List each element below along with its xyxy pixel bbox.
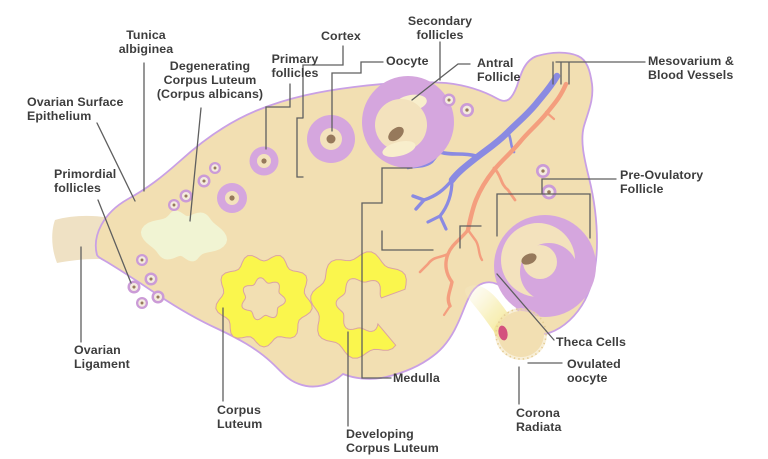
primary-follicle-shape bbox=[217, 183, 247, 213]
label-theca-cells: Theca Cells bbox=[556, 335, 626, 349]
leader-pre-ovulatory-follicle bbox=[496, 178, 617, 239]
label-ovarian-ligament: Ovarian Ligament bbox=[74, 343, 130, 372]
primordial-follicle-shape bbox=[213, 166, 217, 170]
secondary-follicle-shape bbox=[307, 115, 355, 163]
label-mesovarium-blood-vessels: Mesovarium & Blood Vessels bbox=[648, 54, 734, 83]
label-cortex: Cortex bbox=[321, 29, 361, 43]
label-developing-corpus-luteum: Developing Corpus Luteum bbox=[346, 427, 439, 456]
corpus-luteum-shape bbox=[215, 255, 313, 348]
antral-follicle-shape bbox=[362, 76, 454, 168]
primordial-follicle-shape bbox=[132, 285, 136, 289]
primordial-follicle-shape bbox=[172, 203, 176, 207]
primordial-follicle-shape bbox=[184, 194, 188, 198]
primordial-follicle-shape bbox=[140, 258, 144, 262]
label-pre-ovulatory-follicle: Pre-Ovulatory Follicle bbox=[620, 168, 704, 197]
primordial-follicle-shape bbox=[465, 108, 469, 112]
label-corpus-luteum: Corpus Luteum bbox=[217, 403, 263, 432]
developing-corpus-luteum-shape bbox=[310, 251, 407, 359]
pre-ovulatory-follicle-shape bbox=[494, 215, 596, 317]
leader-medulla bbox=[361, 167, 482, 379]
primary-follicle-shape bbox=[249, 146, 279, 176]
primordial-follicle-shape bbox=[149, 277, 153, 281]
primordial-follicle-shape bbox=[202, 179, 206, 183]
label-corona-radiata: Corona Radiata bbox=[516, 406, 562, 435]
leader-ovarian-surface-epithelium bbox=[96, 122, 136, 202]
leader-oocyte bbox=[331, 61, 384, 132]
label-degenerating-corpus-luteum: Degenerating Corpus Luteum (Corpus albic… bbox=[156, 59, 264, 102]
leader-primary-follicles bbox=[265, 83, 291, 150]
ovulated-oocyte-shape bbox=[495, 308, 547, 360]
leader-degenerating-corpus-luteum bbox=[189, 107, 202, 222]
blood-vessel-salmon bbox=[418, 81, 569, 317]
label-oocyte: Oocyte bbox=[386, 54, 429, 68]
label-antral-follicle: Antral Follicle bbox=[477, 56, 521, 85]
leader-antral-follicle bbox=[411, 63, 471, 101]
label-ovarian-surface-epithelium: Ovarian Surface Epithelium bbox=[27, 95, 124, 124]
label-medulla: Medulla bbox=[393, 371, 440, 385]
primordial-follicle-shape bbox=[547, 190, 551, 194]
leader-lines bbox=[80, 41, 646, 427]
degenerating-corpus-luteum-shape bbox=[140, 210, 228, 262]
label-secondary-follicles: Secondary follicles bbox=[407, 14, 473, 43]
primordial-follicle-shape bbox=[541, 169, 545, 173]
primordial-follicle-shape bbox=[140, 301, 144, 305]
leader-mesovarium bbox=[552, 61, 646, 85]
primordial-follicles-group bbox=[127, 93, 557, 309]
primordial-follicle-shape bbox=[156, 295, 160, 299]
leader-theca-cells bbox=[496, 273, 555, 341]
leader-primordial-follicles bbox=[97, 199, 132, 284]
primordial-follicle-shape bbox=[447, 98, 451, 102]
label-primary-follicles: Primary follicles bbox=[271, 52, 319, 81]
label-tunica-albiginea: Tunica albiginea bbox=[118, 28, 174, 57]
label-primordial-follicles: Primordial follicles bbox=[54, 167, 117, 196]
leader-cortex bbox=[296, 45, 344, 178]
label-ovulated-oocyte: Ovulated oocyte bbox=[567, 357, 621, 386]
